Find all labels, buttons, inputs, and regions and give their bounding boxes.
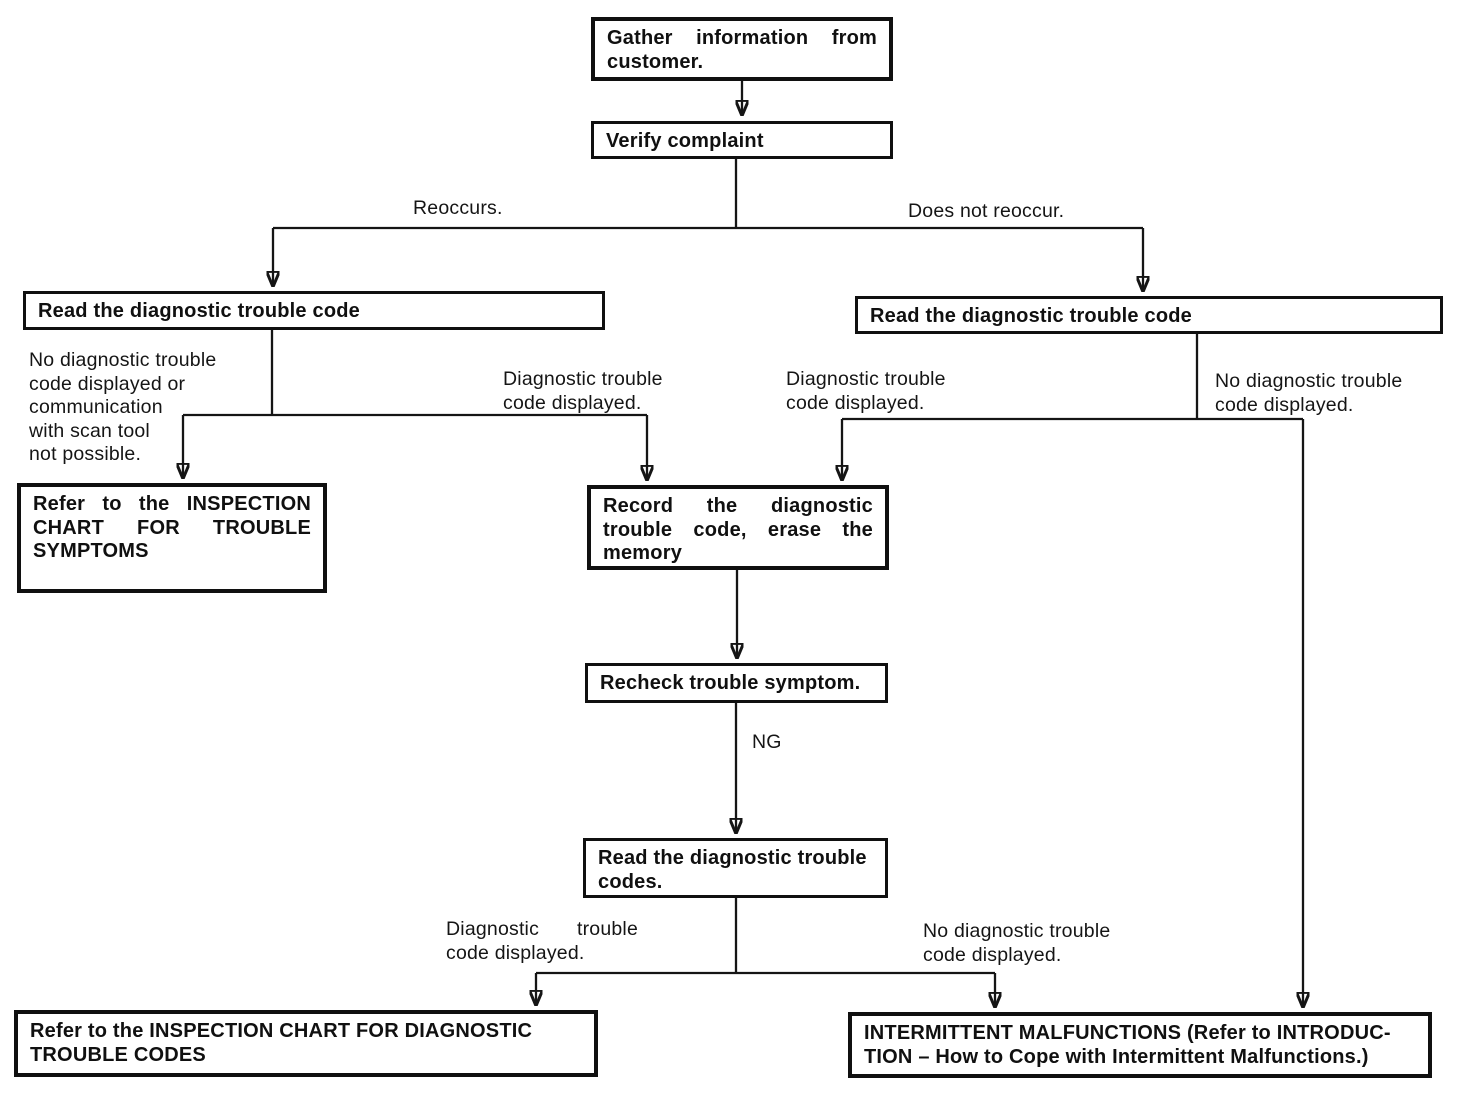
label-no-code-or-communication-line5: not possible. bbox=[29, 443, 142, 465]
node-recheck-symptom: Recheck trouble symptom. bbox=[585, 663, 888, 703]
node-read-trouble-codes-line1: Read the diagnostic trouble bbox=[598, 847, 867, 869]
label-ng: NG bbox=[752, 731, 782, 753]
label-no-code-mid-right: No diagnostic trouble code displayed. bbox=[1215, 370, 1403, 416]
label-no-code-or-communication-line1: No diagnostic trouble bbox=[29, 349, 217, 371]
node-intermittent-line2: TION – How to Cope with Intermittent Mal… bbox=[864, 1045, 1369, 1068]
node-read-trouble-code-left: Read the diagnostic trouble code bbox=[23, 291, 605, 330]
node-intermittent-line1: INTERMITTENT MALFUNCTIONS (Refer to INTR… bbox=[864, 1022, 1391, 1044]
label-no-code-or-communication-line4: with scan tool bbox=[29, 419, 150, 442]
node-read-trouble-codes: Read the diagnostic trouble codes. bbox=[583, 838, 888, 898]
label-code-displayed-bottom: Diagnostic trouble code displayed. bbox=[446, 918, 638, 964]
node-refer-inspection-chart-symptoms: Refer to the INSPECTION CHART FOR TROUBL… bbox=[17, 483, 327, 593]
node-record-erase-memory: Record the diagnostic trouble code, eras… bbox=[587, 485, 889, 570]
label-no-code-or-communication-line3: communication bbox=[29, 396, 163, 418]
label-reoccurs: Reoccurs. bbox=[413, 197, 503, 219]
label-code-displayed-mid-left: Diagnostic trouble code displayed. bbox=[503, 368, 663, 414]
label-no-code-bottom: No diagnostic trouble code displayed. bbox=[923, 920, 1111, 966]
node-refer-inspection-chart-codes: Refer to the INSPECTION CHART FOR DIAGNO… bbox=[14, 1010, 598, 1077]
label-code-displayed-mid-right: Diagnostic trouble code displayed. bbox=[786, 368, 946, 414]
node-gather-information: Gather information from customer. bbox=[591, 17, 893, 81]
node-refer-codes-line2: TROUBLE CODES bbox=[30, 1043, 206, 1066]
node-read-trouble-codes-line2: codes. bbox=[598, 870, 663, 893]
node-read-trouble-code-right: Read the diagnostic trouble code bbox=[855, 296, 1443, 334]
node-verify-complaint: Verify complaint bbox=[591, 121, 893, 159]
node-refer-codes-line1: Refer to the INSPECTION CHART FOR DIAGNO… bbox=[30, 1020, 533, 1042]
label-does-not-reoccur: Does not reoccur. bbox=[908, 200, 1065, 222]
label-no-code-or-communication: No diagnostic trouble code displayed or … bbox=[29, 349, 254, 467]
label-no-code-or-communication-line2: code displayed or bbox=[29, 372, 186, 395]
node-intermittent-malfunctions: INTERMITTENT MALFUNCTIONS (Refer to INTR… bbox=[848, 1012, 1432, 1078]
